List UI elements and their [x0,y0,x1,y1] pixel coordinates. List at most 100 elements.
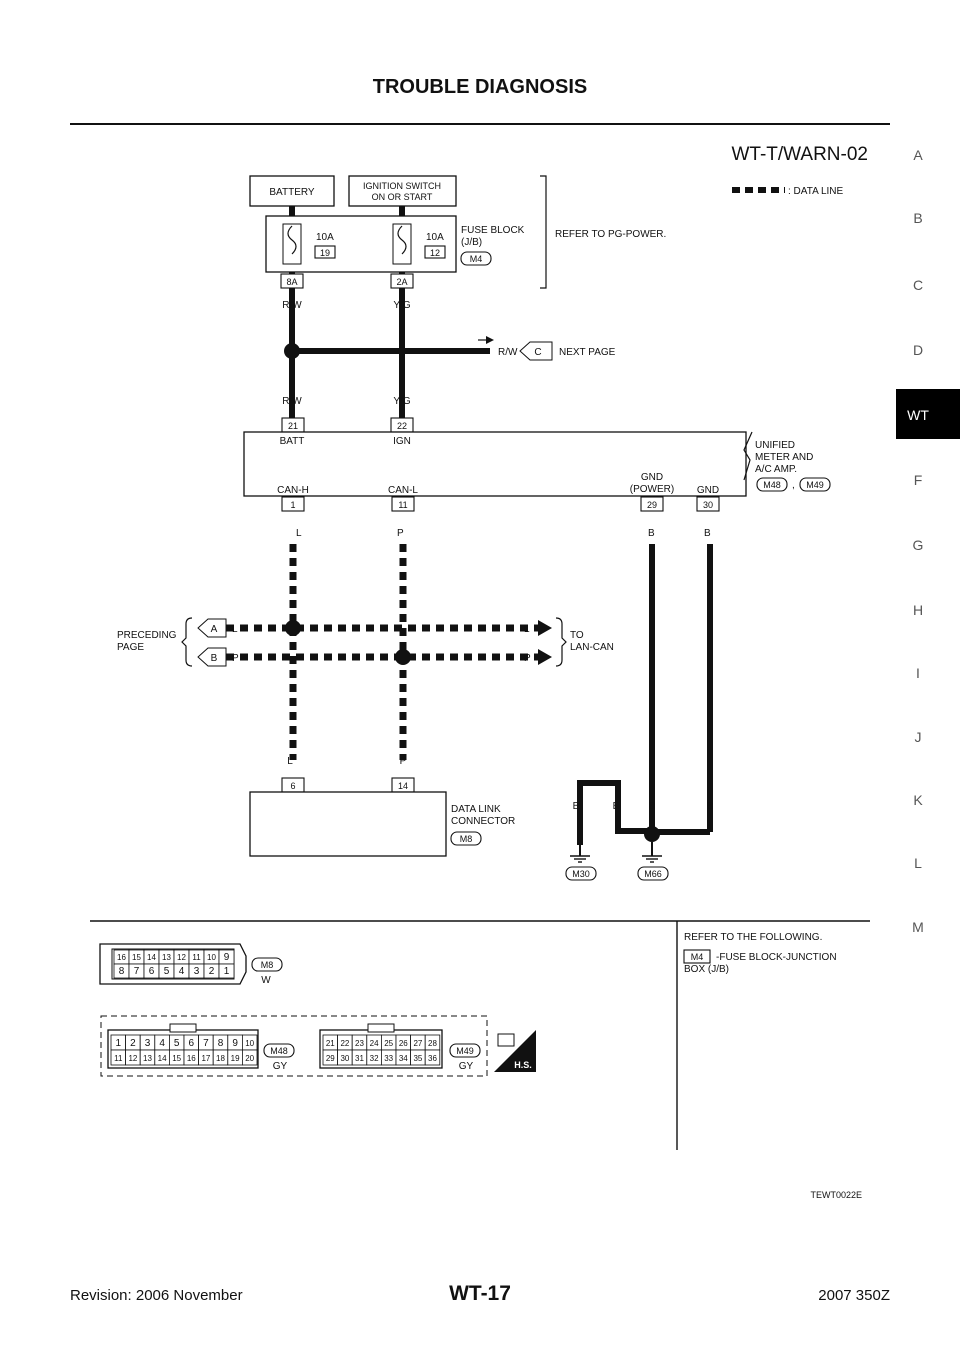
fuse-b-amp: 10A [426,232,444,243]
side-index-l[interactable]: L [914,855,922,871]
side-index-m[interactable]: M [912,919,924,935]
wire-rw-label-top: R/W [282,300,302,311]
fuse-a-amp: 10A [316,232,334,243]
connector-m49-cell [424,1049,441,1066]
side-index-k[interactable]: K [913,792,923,808]
meter-label-3: A/C AMP. [755,464,797,475]
connector-m8-pin-label: 8 [119,966,125,977]
wire-yg-label-top: Y/G [393,300,410,311]
next-connector: C [534,347,541,358]
hs-label: H.S. [514,1060,532,1070]
connector-m49-pin-label: 36 [428,1054,437,1063]
connector-m49-pin-label: 21 [326,1039,335,1048]
connector-m49-pin-label: 27 [413,1039,422,1048]
connector-m48-pin-label: 5 [174,1038,180,1049]
connector-m48-pin-label: 17 [201,1054,210,1063]
gnd-label: GND [697,485,719,496]
connector-m8-pin-label: 15 [132,953,141,962]
ground-symbol-m66 [642,855,662,863]
connector-m48-color: GY [273,1061,288,1072]
legend: : DATA LINE [732,186,844,197]
connector-m8-pin-label: 3 [194,966,200,977]
connector-m8-pin-label: 11 [192,953,201,962]
meter-m48: M48 [763,480,781,490]
ignition-label-2: ON OR START [372,192,433,202]
connector-m49-pin-label: 26 [399,1039,408,1048]
connector-m8-tab [251,957,283,972]
dlc-label-2: CONNECTOR [451,816,515,827]
connector-m49-pin-label: 23 [355,1039,364,1048]
terminal-2a-tab [390,273,414,289]
connector-m49-pin-label: 25 [384,1039,393,1048]
side-index-i[interactable]: I [916,665,920,681]
side-index-h[interactable]: H [913,602,923,618]
connector-m49-pin-label: 24 [370,1039,379,1048]
pin-22: 22 [397,421,407,431]
preceding-label-2: PAGE [117,642,144,653]
connector-m49-pin-label: 32 [370,1054,379,1063]
connector-m8-pin-label: 4 [179,966,185,977]
pin-29-tab [640,496,664,512]
meter-m48-tab [756,477,788,492]
connector-m48-pin-label: 15 [172,1054,181,1063]
connector-m8-pin-label: 9 [224,952,230,963]
side-index-g[interactable]: G [913,537,924,553]
connector-m49-id: M49 [456,1046,474,1056]
connector-m49-pin-label: 29 [326,1054,335,1063]
battery-box [249,175,335,207]
to-label-1: TO [570,630,584,641]
side-index-b[interactable]: B [913,210,922,226]
can-l-label: CAN-L [388,485,418,496]
connector-m48-pin-label: 2 [130,1038,136,1049]
arrow-next-head [486,336,494,344]
next-page-label: NEXT PAGE [559,347,616,358]
meter-bracket [743,431,753,481]
connector-m8-pin-label: 14 [147,953,156,962]
pin-6: 6 [290,781,295,791]
side-index-f[interactable]: F [914,472,923,488]
unified-meter-connectors-frame [100,1015,488,1077]
side-index-c[interactable]: C [913,277,923,293]
connector-m8-cell [218,963,235,979]
connector-m49-pin-label: 35 [413,1054,422,1063]
to-lan-can-arrow-p [538,649,552,665]
fuse-a-number-tab [314,245,336,259]
connector-m48-pin-label: 3 [145,1038,151,1049]
connector-m49-pin-label: 33 [384,1054,393,1063]
side-index-wt[interactable]: WT [907,407,929,423]
pin-21: 21 [288,421,298,431]
meter-label-2: METER AND [755,452,813,463]
side-index-d[interactable]: D [913,342,923,358]
wire-b-label-m30b: B [613,801,620,812]
connector-m8-pin-label: 5 [164,966,170,977]
pin-1-tab [281,496,305,512]
ref-connector: M4 [691,952,704,962]
wire-l-label-top: L [296,528,302,539]
side-index-a[interactable]: A [913,147,923,163]
connector-m49-tab [449,1043,481,1058]
ground-m30-tab [565,866,597,881]
fuse-b-number: 12 [430,248,440,258]
wire-b-label-30: B [704,528,711,539]
ref-text-1: -FUSE BLOCK-JUNCTION [716,952,837,963]
ignition-label-1: IGNITION SWITCH [363,181,441,191]
meter-m49-tab [799,477,831,492]
terminal-8a: 8A [286,277,297,287]
wire-rw-label-bottom: R/W [282,396,302,407]
wire-b-label-m66: B [649,801,656,812]
side-index-j[interactable]: J [915,729,922,745]
terminal-8a-tab [280,273,304,289]
fuse-a-symbol [287,225,297,255]
to-lan-can-bracket [555,617,567,667]
preceding-a-tab [197,618,227,638]
meter-label-1: UNIFIED [755,440,795,451]
connector-m48-pin-label: 4 [159,1038,165,1049]
footer-revision: Revision: 2006 November [70,1287,243,1304]
next-wire-label: R/W [498,347,518,358]
ground-m30: M30 [572,869,590,879]
connector-m48-pin-label: 6 [189,1038,195,1049]
wire-yg-label-bottom: Y/G [393,396,410,407]
ref-connector-tab [683,949,711,964]
